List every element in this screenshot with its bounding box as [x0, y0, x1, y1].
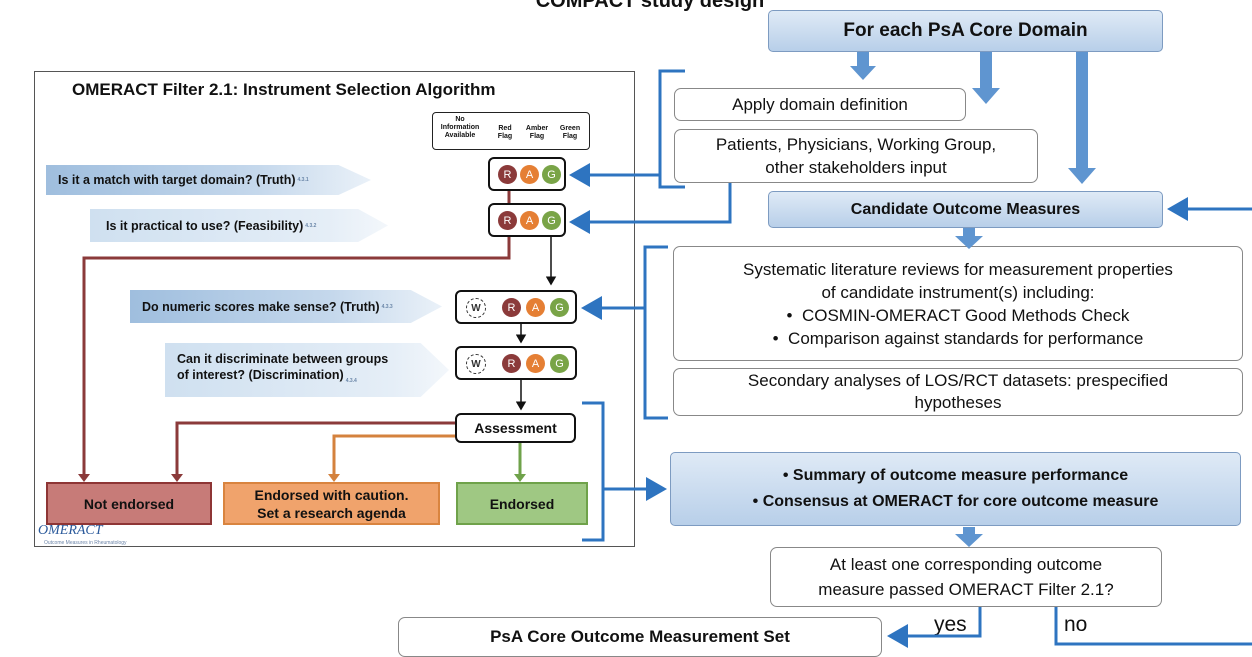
brackets — [582, 69, 685, 542]
bullet-icon: • — [752, 493, 763, 510]
bullet-icon: • — [786, 305, 802, 325]
core-set-box: PsA Core Outcome Measurement Set — [398, 617, 882, 657]
flow-lines — [515, 237, 557, 411]
question-truth-match: Is it a match with target domain? (Truth… — [46, 165, 371, 195]
secondary-analyses-box: Secondary analyses of LOS/RCT datasets: … — [673, 368, 1243, 416]
red-flag-icon: R — [498, 165, 517, 184]
page-title: COMPACT study design — [535, 0, 765, 12]
endorsed-box: Endorsed — [456, 482, 588, 525]
not-endorsed-box: Not endorsed — [46, 482, 212, 525]
green-flag-icon: G — [542, 165, 561, 184]
assessment-box: Assessment — [455, 413, 576, 443]
legend-no-info: No Information Available — [440, 116, 480, 139]
candidate-measures-box: Candidate Outcome Measures — [768, 191, 1163, 228]
question-feasibility: Is it practical to use? (Feasibility)4.3… — [90, 209, 388, 242]
question-numeric-scores: Do numeric scores make sense? (Truth)4.3… — [130, 290, 442, 323]
bullet-icon: • — [772, 328, 789, 348]
core-domain-box: For each PsA Core Domain — [768, 10, 1163, 52]
block-arrows — [850, 52, 1096, 547]
stakeholders-box: Patients, Physicians, Working Group,othe… — [674, 129, 1038, 183]
omeract-logo-subtitle: Outcome Measures in Rheumatology — [44, 540, 127, 546]
omeract-logo: OMERACT — [38, 523, 103, 538]
legend-green-flag: Green Flag — [559, 125, 581, 140]
blue-arrows — [569, 163, 1252, 648]
rag-box-discrimination: W R A G — [455, 346, 577, 380]
legend-red-flag: Red Flag — [497, 125, 513, 140]
outcome-arrowheads — [78, 474, 526, 482]
amber-flag-icon: A — [520, 165, 539, 184]
no-info-icon: W — [466, 298, 486, 318]
red-flag-icon: R — [498, 211, 517, 230]
rag-box-truth: R A G — [488, 157, 566, 191]
red-flag-icon: R — [502, 354, 521, 373]
green-flag-icon: G — [542, 211, 561, 230]
amber-flag-icon: A — [526, 354, 545, 373]
no-info-icon: W — [466, 354, 486, 374]
outcome-paths — [82, 191, 522, 476]
legend-amber-flag: Amber Flag — [525, 125, 549, 140]
literature-review-box: Systematic literature reviews for measur… — [673, 246, 1243, 361]
flag-legend: No Information Available Red Flag Amber … — [432, 112, 590, 150]
red-flag-icon: R — [502, 298, 521, 317]
question-discrimination: Can it discriminate between groups of in… — [165, 343, 449, 397]
endorsed-with-caution-box: Endorsed with caution.Set a research age… — [223, 482, 440, 525]
green-flag-icon: G — [550, 354, 569, 373]
green-flag-icon: G — [550, 298, 569, 317]
amber-flag-icon: A — [526, 298, 545, 317]
rag-box-numeric: W R A G — [455, 290, 577, 324]
amber-flag-icon: A — [520, 211, 539, 230]
no-label: no — [1064, 613, 1088, 636]
bullet-icon: • — [782, 467, 793, 484]
yes-label: yes — [934, 613, 967, 636]
filter-panel-title: OMERACT Filter 2.1: Instrument Selection… — [72, 80, 496, 99]
domain-definition-box: Apply domain definition — [674, 88, 966, 121]
summary-consensus-box: • Summary of outcome measure performance… — [670, 452, 1241, 526]
rag-box-feasibility: R A G — [488, 203, 566, 237]
